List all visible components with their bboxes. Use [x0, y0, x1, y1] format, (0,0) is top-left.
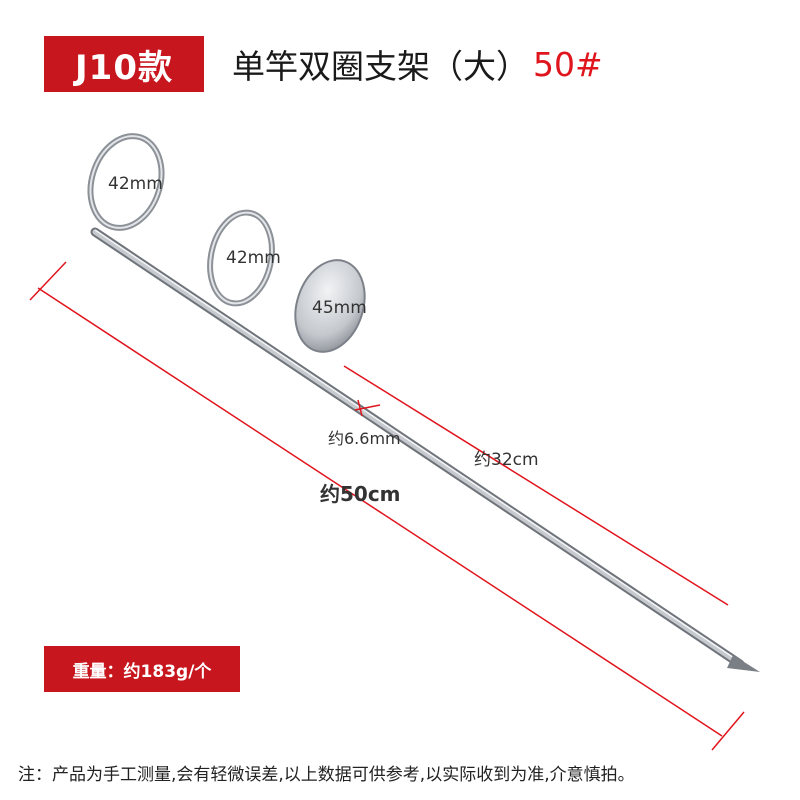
total-length-dimension: 约50cm [320, 482, 401, 506]
dimension-lines [29, 261, 745, 751]
spike-length-dimension: 约32cm [474, 450, 539, 470]
disc-dimension: 45mm [312, 298, 367, 318]
product-size: 50# [533, 44, 603, 84]
footnote: 注：产品为手工测量,会有轻微误差,以上数据可供参考,以实际收到为准,介意慎拍。 [18, 765, 635, 785]
weight-badge: 重量：约183g/个 [44, 646, 240, 692]
rod [90, 227, 760, 672]
ring-2-dimension: 42mm [226, 248, 281, 268]
ring-1-dimension: 42mm [108, 174, 163, 194]
product-name: 单竿双圈支架（大） [232, 47, 529, 86]
rod-diameter-dimension: 约6.6mm [328, 429, 401, 448]
disc [294, 259, 366, 353]
model-badge: J10款 [44, 36, 204, 92]
ring-1 [87, 133, 165, 231]
ring-2 [207, 209, 275, 307]
product-title: 单竿双圈支架（大） 50# [232, 36, 603, 92]
